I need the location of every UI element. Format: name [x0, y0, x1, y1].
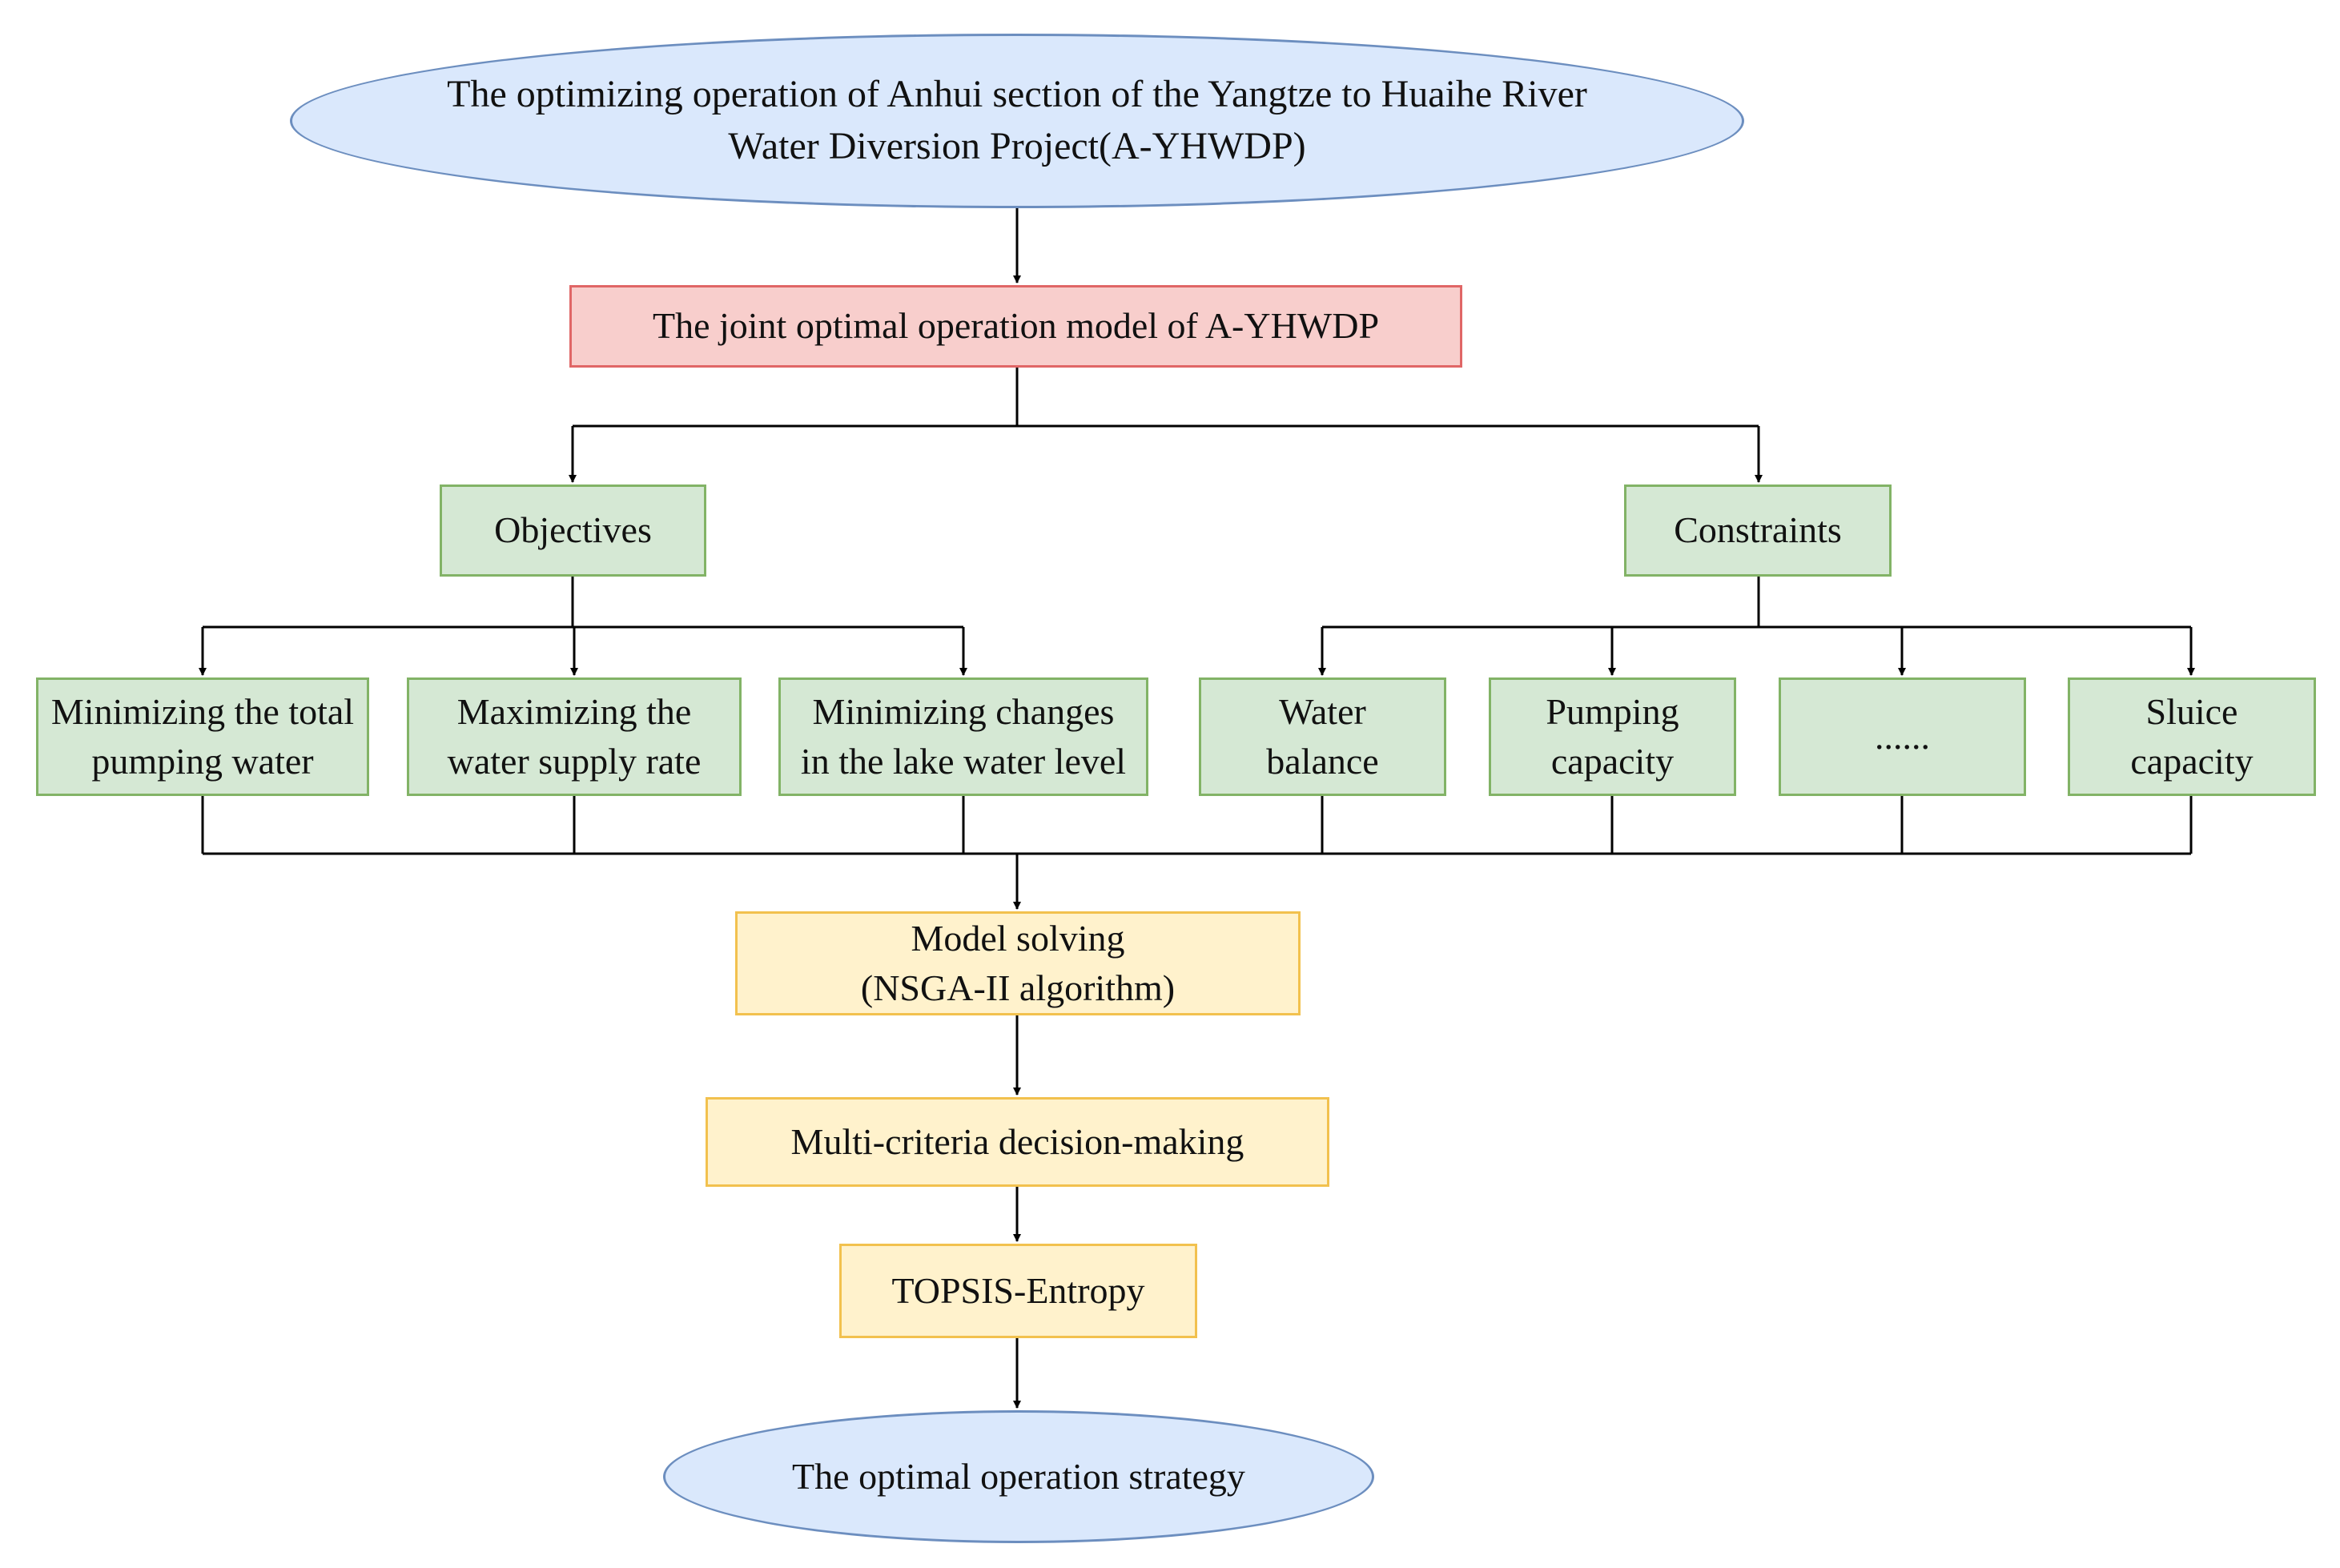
constraint-ellipsis-text: ...... [1875, 715, 1930, 757]
constraint-pumping-capacity-node: Pumping capacity [1489, 677, 1736, 796]
optimal-model-text: The joint optimal operation model of A-Y… [652, 305, 1380, 347]
project-title-node: The optimizing operation of Anhui sectio… [290, 34, 1744, 208]
constraint-water-balance-text: Water balance [1266, 690, 1379, 782]
constraint-sluice-capacity-node: Sluice capacity [2068, 677, 2316, 796]
model-solving-node: Model solving (NSGA-II algorithm) [735, 911, 1301, 1015]
constraint-ellipsis-node: ...... [1779, 677, 2026, 796]
constraint-pumping-capacity-text: Pumping capacity [1546, 690, 1679, 782]
objective-lake-level-node: Minimizing changes in the lake water lev… [778, 677, 1148, 796]
constraints-node: Constraints [1624, 484, 1892, 577]
objective-pumping-water-text: Minimizing the total pumping water [50, 690, 355, 782]
topsis-entropy-node: TOPSIS-Entropy [839, 1244, 1197, 1338]
optimal-strategy-text: The optimal operation strategy [792, 1455, 1245, 1497]
topsis-entropy-text: TOPSIS-Entropy [891, 1269, 1145, 1311]
constraint-water-balance-node: Water balance [1199, 677, 1446, 796]
model-solving-text: Model solving (NSGA-II algorithm) [860, 917, 1176, 1008]
objectives-text: Objectives [494, 509, 652, 551]
constraints-text: Constraints [1674, 509, 1842, 551]
optimal-strategy-node: The optimal operation strategy [663, 1410, 1374, 1543]
objective-pumping-water-node: Minimizing the total pumping water [36, 677, 369, 796]
objective-lake-level-text: Minimizing changes in the lake water lev… [800, 690, 1127, 782]
optimal-model-node: The joint optimal operation model of A-Y… [569, 285, 1462, 368]
mcdm-node: Multi-criteria decision-making [706, 1097, 1329, 1187]
mcdm-text: Multi-criteria decision-making [790, 1120, 1244, 1162]
objective-supply-rate-node: Maximizing the water supply rate [407, 677, 742, 796]
project-title-text: The optimizing operation of Anhui sectio… [447, 73, 1587, 167]
objective-supply-rate-text: Maximizing the water supply rate [447, 690, 702, 782]
objectives-node: Objectives [440, 484, 706, 577]
constraint-sluice-capacity-text: Sluice capacity [2130, 690, 2254, 782]
